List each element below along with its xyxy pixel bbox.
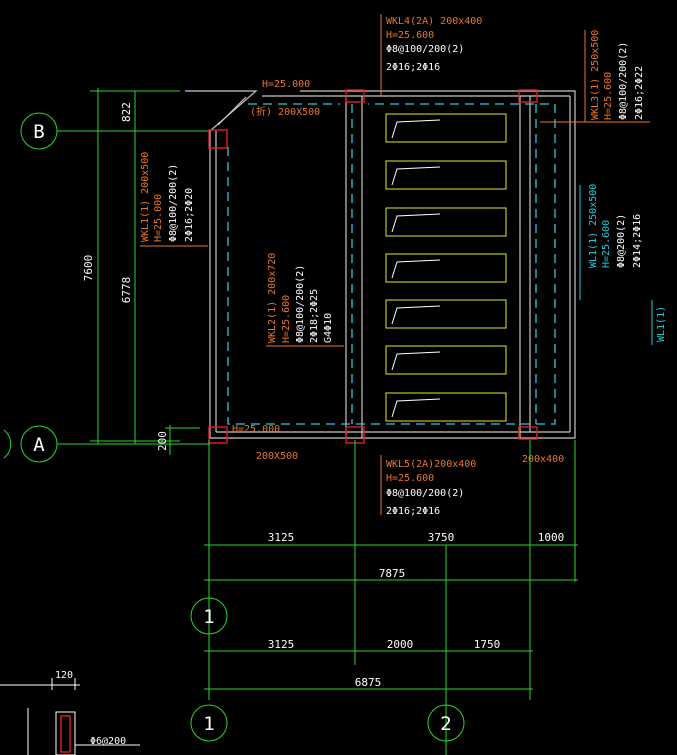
beam-diag-label: (折) 200X500 bbox=[250, 105, 320, 118]
h-top-label: H=25.000 bbox=[262, 79, 310, 90]
wkl3-line-1: WKL3(1) 250x500 bbox=[590, 30, 601, 120]
wkl3-line-4: 2Φ16;2Φ22 bbox=[634, 66, 645, 120]
beam-dashed-lines bbox=[227, 103, 556, 425]
wkl2-line-1: WKL2(1) 200x720 bbox=[267, 253, 278, 343]
wkl2-line-4: 2Φ18;2Φ25 bbox=[309, 289, 320, 343]
wkl1-line-2: H=25.000 bbox=[153, 194, 164, 242]
wkl4-annotation: WKL4(2A) 200x400 H=25.600 Φ8@100/200(2) … bbox=[380, 14, 482, 96]
axis-1-bottom-label: 1 bbox=[203, 713, 214, 735]
column-b-left bbox=[208, 129, 228, 149]
axis-a-label: A bbox=[33, 434, 45, 456]
wkl5-line-2: H=25.600 bbox=[386, 473, 434, 484]
dim-top-1: 3125 bbox=[268, 531, 295, 544]
dim-top-3: 1000 bbox=[538, 531, 565, 544]
column-detail bbox=[0, 678, 140, 755]
wkl5-annotation: WKL5(2A)200x400 H=25.600 Φ8@100/200(2) 2… bbox=[380, 455, 476, 517]
columns bbox=[208, 89, 538, 444]
dim-total-height: 7600 bbox=[82, 255, 95, 282]
wl1-annotation: WL1(1) 250x500 H=25.600 Φ8@200(2) 2Φ14;2… bbox=[579, 184, 667, 345]
wkl4-line-3: Φ8@100/200(2) bbox=[386, 44, 464, 55]
wl1-line-2: H=25.600 bbox=[601, 220, 612, 268]
axis-1-top-circle bbox=[190, 597, 228, 635]
axis-b: B bbox=[20, 112, 210, 150]
wkl5-line-4: 2Φ16;2Φ16 bbox=[386, 506, 440, 517]
column-top-right bbox=[518, 89, 538, 103]
dim-bottom-1: 3125 bbox=[268, 638, 295, 651]
wl1-line-1: WL1(1) 250x500 bbox=[588, 184, 599, 268]
col-right-bottom-label: 200x400 bbox=[522, 454, 564, 465]
axis-2-label: 2 bbox=[440, 713, 451, 735]
wkl4-line-1: WKL4(2A) 200x400 bbox=[386, 16, 482, 27]
wl1-far-label: WL1(1) bbox=[656, 306, 667, 342]
h-bottom-label: H=25.000 bbox=[232, 424, 280, 435]
wl1-line-3: Φ8@200(2) bbox=[616, 214, 627, 268]
dim-top-total: 7875 bbox=[379, 567, 406, 580]
column-a-right bbox=[518, 426, 538, 440]
wkl2-annotation: WKL2(1) 200x720 H=25.600 Φ8@100/200(2) 2… bbox=[266, 253, 344, 347]
dim-inner-height: 6778 bbox=[120, 277, 133, 304]
wl1-line-4: 2Φ14;2Φ16 bbox=[632, 214, 643, 268]
wkl2-line-5: G4Φ10 bbox=[323, 313, 334, 343]
wkl3-line-2: H=25.600 bbox=[603, 72, 614, 120]
axis-b-label: B bbox=[33, 121, 44, 143]
wkl5-line-1: WKL5(2A)200x400 bbox=[386, 459, 476, 470]
dim-bottom-offset: 200 bbox=[156, 431, 169, 451]
dim-top-2: 3750 bbox=[428, 531, 455, 544]
wkl3-annotation: WKL3(1) 250x500 H=25.600 Φ8@100/200(2) 2… bbox=[540, 30, 650, 123]
dim-top-offset: 822 bbox=[120, 102, 133, 122]
wkl3-line-3: Φ8@100/200(2) bbox=[618, 42, 629, 120]
axis-a: A bbox=[3, 425, 210, 463]
horizontal-dimensions bbox=[204, 440, 578, 755]
wkl1-line-3: Φ8@100/200(2) bbox=[168, 164, 179, 242]
plan-outline bbox=[185, 90, 576, 439]
axis-1-top-label: 1 bbox=[203, 606, 214, 628]
stirrup-detail-label: Φ6@200 bbox=[90, 736, 126, 747]
wkl5-line-3: Φ8@100/200(2) bbox=[386, 488, 464, 499]
dim-bottom-3: 1750 bbox=[474, 638, 501, 651]
column-a-left bbox=[208, 426, 228, 444]
wkl4-line-4: 2Φ16;2Φ16 bbox=[386, 62, 440, 73]
dim-detail-width: 120 bbox=[55, 670, 73, 681]
axis-2-circle bbox=[427, 704, 465, 742]
wkl1-line-4: 2Φ16;2Φ20 bbox=[184, 188, 195, 242]
wkl2-line-3: Φ8@100/200(2) bbox=[295, 265, 306, 343]
wkl1-annotation: WKL1(1) 200x500 H=25.000 Φ8@100/200(2) 2… bbox=[140, 152, 208, 247]
axis-1-bottom-circle bbox=[190, 704, 228, 742]
dim-bottom-total: 6875 bbox=[355, 676, 382, 689]
wkl2-line-2: H=25.600 bbox=[281, 295, 292, 343]
vertical-dimensions bbox=[90, 88, 200, 455]
slab-openings bbox=[385, 113, 507, 422]
col-left-bottom-label: 200X500 bbox=[256, 451, 298, 462]
column-top-mid bbox=[345, 89, 365, 103]
dim-bottom-2: 2000 bbox=[387, 638, 414, 651]
wkl4-line-2: H=25.600 bbox=[386, 30, 434, 41]
wkl1-line-1: WKL1(1) 200x500 bbox=[140, 152, 151, 242]
